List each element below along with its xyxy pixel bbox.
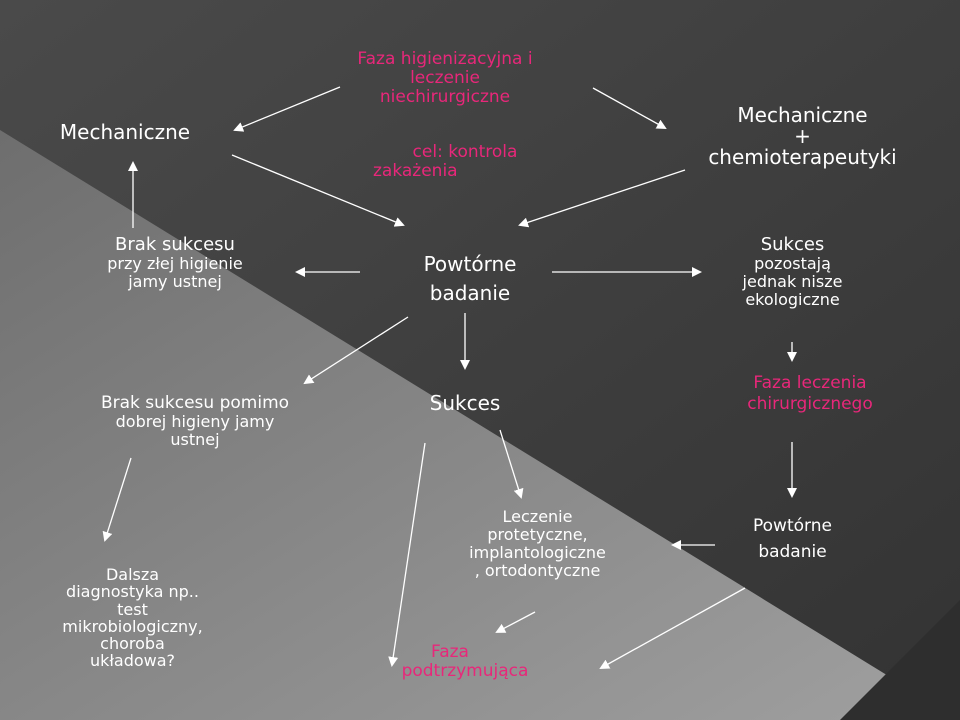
arrow-reexam-to-no-success-good [303, 316, 409, 385]
node-further-diagnostics: Dalsza diagnostyka np.. test mikrobiolog… [62, 565, 203, 671]
node-goal: cel: kontrola zakażenia [373, 142, 518, 182]
background-light-triangle [0, 130, 960, 720]
arrow-prosthetic-to-maintenance [495, 611, 536, 633]
node-success-center: Sukces [429, 391, 501, 415]
arrow-reexam-right-to-maintenance [599, 587, 746, 669]
node-phase-hygiene: Faza higienizacyjna i leczenie niechirur… [357, 49, 533, 108]
background-dark-corner [840, 600, 960, 720]
node-mechanical-chemo: Mechaniczne + chemioterapeutyki [708, 103, 897, 169]
arrow-chemo-to-reexam [518, 169, 686, 228]
node-no-success-good-hygiene: Brak sukcesu pomimo dobrej higieny jamy … [100, 393, 290, 449]
node-phase-surgical: Faza leczenia chirurgicznego [747, 373, 873, 415]
arrow-hygiene-to-mechanical [233, 86, 341, 132]
arrow-hygiene-to-mechanical-chemo [592, 87, 667, 129]
arrow-no-success-good-to-diagnostics [102, 457, 132, 542]
node-success-niches: Sukces pozostają jednak nisze ekologiczn… [742, 234, 843, 309]
node-reexam-center: Powtórne badanie [423, 252, 517, 305]
node-mechanical-left: Mechaniczne [59, 120, 191, 144]
node-no-success-bad-hygiene: Brak sukcesu przy złej higienie jamy ust… [107, 234, 243, 292]
arrow-success-to-prosthetic [499, 429, 524, 499]
node-phase-maintenance: Faza podtrzymująca [401, 642, 529, 682]
arrow-success-to-maintenance [388, 442, 426, 667]
node-prosthetic: Leczenie protetyczne, implantologiczne ,… [469, 507, 606, 580]
arrow-mechanical-to-reexam [231, 154, 405, 227]
node-reexam-right: Powtórne badanie [753, 516, 832, 562]
